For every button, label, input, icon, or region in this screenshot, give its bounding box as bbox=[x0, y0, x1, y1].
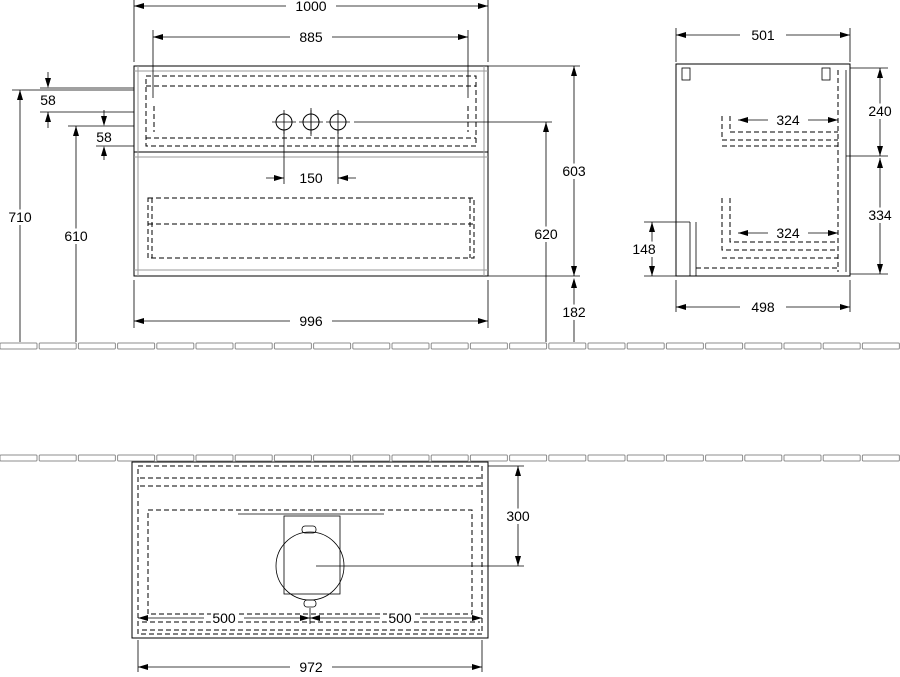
floor-tile bbox=[0, 454, 38, 462]
floor-tile bbox=[469, 454, 508, 462]
floor-tile bbox=[195, 342, 234, 350]
top-cabinet-outline bbox=[131, 461, 489, 639]
dim-front-width-total: 1000 bbox=[295, 0, 326, 14]
floor-tile bbox=[822, 454, 861, 462]
floor-tile bbox=[665, 454, 704, 462]
floor-line-upper bbox=[0, 342, 900, 350]
floor-tile bbox=[38, 342, 77, 350]
dim-side-shelf-upper: 324 bbox=[776, 112, 800, 128]
floor-tile bbox=[352, 454, 391, 462]
floor-tile bbox=[548, 454, 587, 462]
floor-tile bbox=[705, 454, 744, 462]
floor-tile bbox=[509, 454, 548, 462]
floor-tile bbox=[430, 342, 469, 350]
floor-tile bbox=[273, 454, 312, 462]
floor-tile bbox=[861, 342, 900, 350]
floor-tile bbox=[77, 342, 116, 350]
dim-side-height-side: 148 bbox=[632, 241, 656, 257]
dim-front-height-drawer: 610 bbox=[64, 228, 88, 244]
floor-tile bbox=[587, 454, 626, 462]
side-view: 501 240 324 334 324 148 bbox=[629, 27, 895, 315]
floor-tile bbox=[861, 454, 900, 462]
dim-front-floor-clearance: 182 bbox=[562, 304, 586, 320]
floor-tile bbox=[77, 454, 116, 462]
dim-front-width-bottom: 996 bbox=[299, 313, 323, 329]
floor-tile bbox=[195, 454, 234, 462]
top-view: 300 500 500 972 bbox=[131, 461, 533, 675]
floor-tile bbox=[783, 454, 822, 462]
floor-tile bbox=[469, 342, 508, 350]
dim-front-height-upper: 603 bbox=[562, 163, 586, 179]
floor-tile bbox=[38, 454, 77, 462]
drain-housing bbox=[283, 515, 341, 595]
floor-tile bbox=[430, 454, 469, 462]
floor-tile bbox=[587, 342, 626, 350]
dim-front-top-offset: 58 bbox=[40, 92, 56, 108]
floor-tile bbox=[313, 342, 352, 350]
floor-tile bbox=[117, 454, 156, 462]
dim-top-drain-right: 500 bbox=[388, 610, 412, 626]
dim-side-depth-bottom: 498 bbox=[751, 299, 775, 315]
dim-top-width-bottom: 972 bbox=[299, 659, 323, 675]
floor-tile bbox=[665, 342, 704, 350]
dim-side-height-upper: 240 bbox=[868, 103, 892, 119]
dim-side-depth-top: 501 bbox=[751, 27, 775, 43]
floor-tile bbox=[744, 342, 783, 350]
dim-top-drain-left: 500 bbox=[212, 610, 236, 626]
floor-tile bbox=[391, 342, 430, 350]
floor-tile bbox=[117, 342, 156, 350]
floor-tile bbox=[234, 342, 273, 350]
dim-top-drain-depth: 300 bbox=[506, 508, 530, 524]
floor-tile bbox=[822, 342, 861, 350]
floor-tile bbox=[626, 342, 665, 350]
floor-tile bbox=[234, 454, 273, 462]
dim-front-tap-spacing: 150 bbox=[299, 170, 323, 186]
dim-front-width-inner: 885 bbox=[299, 29, 323, 45]
front-view: 1000 885 58 58 150 bbox=[5, 0, 589, 342]
floor-tile bbox=[273, 342, 312, 350]
floor-tile bbox=[313, 454, 352, 462]
dim-front-height-total: 620 bbox=[534, 226, 558, 242]
side-cabinet-outline bbox=[675, 63, 851, 277]
dim-side-height-lower: 334 bbox=[868, 207, 892, 223]
dim-front-second-offset: 58 bbox=[96, 129, 112, 145]
floor-tile bbox=[626, 454, 665, 462]
floor-tile bbox=[391, 454, 430, 462]
floor-tile bbox=[156, 342, 195, 350]
floor-tile bbox=[744, 454, 783, 462]
dim-side-shelf-lower: 324 bbox=[776, 225, 800, 241]
floor-tile bbox=[509, 342, 548, 350]
floor-tile bbox=[156, 454, 195, 462]
floor-tile bbox=[0, 342, 38, 350]
floor-tile bbox=[783, 342, 822, 350]
dim-front-height-overall: 710 bbox=[8, 209, 32, 225]
front-cabinet-outline bbox=[133, 65, 489, 277]
floor-tile bbox=[548, 342, 587, 350]
floor-tile bbox=[352, 342, 391, 350]
floor-tile bbox=[705, 342, 744, 350]
floor-line-lower bbox=[0, 454, 900, 462]
